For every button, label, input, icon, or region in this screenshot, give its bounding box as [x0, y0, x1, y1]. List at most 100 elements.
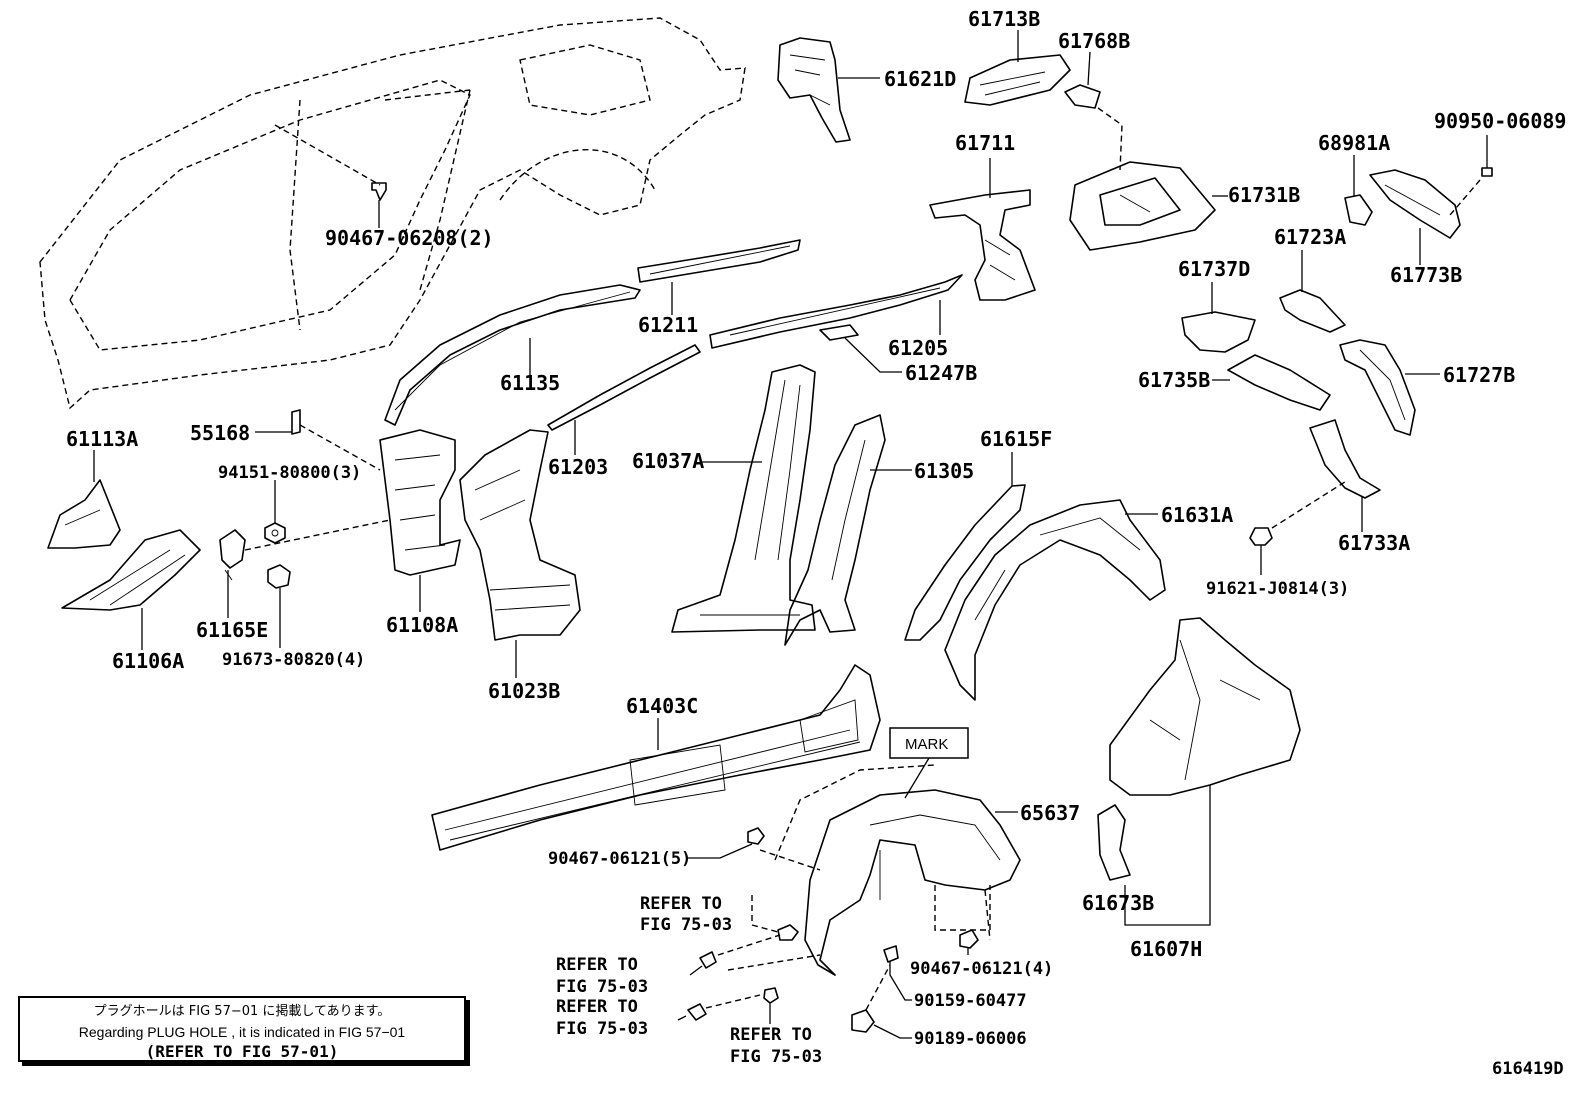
label-61615F: 61615F — [980, 427, 1052, 451]
part-61607H — [1097, 617, 1301, 926]
part-61713B — [964, 30, 1071, 106]
label-61773B: 61773B — [1390, 263, 1462, 287]
label-94151-80800: 94151-80800(3) — [218, 463, 361, 483]
part-65637 — [759, 764, 1021, 976]
part-61711 — [929, 158, 1036, 301]
part-61631A — [944, 499, 1166, 701]
label-61735B: 61735B — [1138, 368, 1210, 392]
clip-90467-06121-4 — [959, 929, 979, 955]
part-61773B — [1369, 169, 1461, 265]
part-61113A — [47, 450, 121, 549]
part-61305 — [784, 414, 912, 646]
label-61135: 61135 — [500, 371, 560, 395]
part-61108A — [379, 429, 461, 612]
label-fig-75-03-3: FIG 75-03 — [556, 1019, 648, 1039]
label-61108A: 61108A — [386, 613, 458, 637]
label-refer-to-2: REFER TO — [556, 955, 638, 975]
part-61737D — [1181, 282, 1256, 353]
label-61727B: 61727B — [1443, 363, 1515, 387]
label-61023B: 61023B — [488, 679, 560, 703]
screw-refer-a — [751, 895, 799, 941]
label-61211: 61211 — [638, 313, 698, 337]
label-61713B: 61713B — [968, 7, 1040, 31]
label-68981A: 68981A — [1318, 131, 1390, 155]
label-61621D: 61621D — [884, 67, 956, 91]
label-61733A: 61733A — [1338, 531, 1410, 555]
part-61135 — [384, 284, 641, 426]
mark-label: MARK — [905, 736, 948, 753]
label-61037A: 61037A — [632, 449, 704, 473]
screw-refer-c — [677, 994, 761, 1021]
label-90159-60477: 90159-60477 — [914, 991, 1027, 1011]
part-61733A — [1309, 419, 1381, 532]
label-61403C: 61403C — [626, 694, 698, 718]
bolt-91673-80820 — [267, 564, 291, 648]
label-90189-06006: 90189-06006 — [914, 1029, 1027, 1049]
part-61403C — [431, 664, 881, 851]
part-55168 — [255, 409, 381, 471]
label-refer-to-3: REFER TO — [556, 997, 638, 1017]
label-61203: 61203 — [548, 455, 608, 479]
label-90467-06208: 90467-06208(2) — [325, 226, 494, 250]
label-61731B: 61731B — [1228, 183, 1300, 207]
label-refer-to-1: REFER TO — [640, 894, 722, 914]
plug-hole-note: プラグホールは FIG 57−01 に掲載してあります。 Regarding P… — [18, 996, 466, 1062]
label-61631A: 61631A — [1161, 503, 1233, 527]
note-japanese: プラグホールは FIG 57−01 に掲載してあります。 — [93, 1004, 391, 1019]
label-65637: 65637 — [1020, 801, 1080, 825]
label-refer-to-4: REFER TO — [730, 1025, 812, 1045]
figure-id: 616419D — [1492, 1059, 1564, 1079]
label-fig-75-03-4: FIG 75-03 — [730, 1047, 822, 1067]
label-61723A: 61723A — [1274, 225, 1346, 249]
label-61165E: 61165E — [196, 618, 268, 642]
label-61711: 61711 — [955, 131, 1015, 155]
label-61607H: 61607H — [1130, 937, 1202, 961]
screw-refer-b — [689, 934, 781, 976]
part-61023B — [459, 429, 581, 678]
part-61768B — [1064, 51, 1123, 171]
clip-90467-06121-5 — [688, 827, 765, 859]
label-61673B: 61673B — [1082, 891, 1154, 915]
label-fig-75-03-1: FIG 75-03 — [640, 915, 732, 935]
label-61737D: 61737D — [1178, 257, 1250, 281]
part-61203 — [547, 344, 701, 455]
body-side-outer-panel — [39, 17, 746, 410]
label-61768B: 61768B — [1058, 29, 1130, 53]
label-91621-J0814: 91621-J0814(3) — [1206, 579, 1349, 599]
label-61305: 61305 — [914, 459, 974, 483]
part-61205 — [709, 274, 963, 349]
bolt-90950-06089 — [1449, 135, 1493, 216]
screw-refer-d — [727, 954, 821, 1024]
label-90467-06121-5: 90467-06121(5) — [548, 849, 691, 869]
part-68981A — [1344, 155, 1373, 226]
part-61211 — [637, 239, 801, 315]
nut-91621-J0814 — [1249, 479, 1349, 575]
part-61723A — [1279, 250, 1346, 333]
label-61205: 61205 — [888, 336, 948, 360]
label-61106A: 61106A — [112, 649, 184, 673]
nut-90189-06006 — [851, 964, 912, 1039]
part-labels: 61713B 61768B 61621D 90950-06089 68981A … — [66, 7, 1566, 1079]
label-90467-06121-4: 90467-06121(4) — [910, 959, 1053, 979]
part-61731B — [1069, 161, 1228, 251]
note-reference: (REFER TO FIG 57-01) — [145, 1042, 339, 1061]
clip-90467-06208 — [371, 182, 387, 228]
screw-90159-60477 — [883, 945, 912, 1001]
label-91673-80820: 91673-80820(4) — [222, 650, 365, 670]
label-fig-75-03-2: FIG 75-03 — [556, 977, 648, 997]
part-61735B — [1212, 354, 1331, 411]
note-english: Regarding PLUG HOLE , it is indicated in… — [78, 1024, 406, 1040]
mark-callout — [889, 727, 969, 799]
label-90950-06089: 90950-06089 — [1434, 109, 1566, 133]
part-61621D — [777, 37, 880, 143]
nut-94151-80800 — [264, 480, 286, 544]
part-61106A — [61, 529, 201, 650]
label-61247B: 61247B — [905, 361, 977, 385]
label-61113A: 61113A — [66, 427, 138, 451]
part-61247B — [819, 324, 902, 373]
part-61165E — [219, 519, 391, 618]
part-61727B — [1339, 339, 1440, 436]
part-61037A — [671, 364, 816, 633]
part-61615F — [904, 452, 1026, 641]
